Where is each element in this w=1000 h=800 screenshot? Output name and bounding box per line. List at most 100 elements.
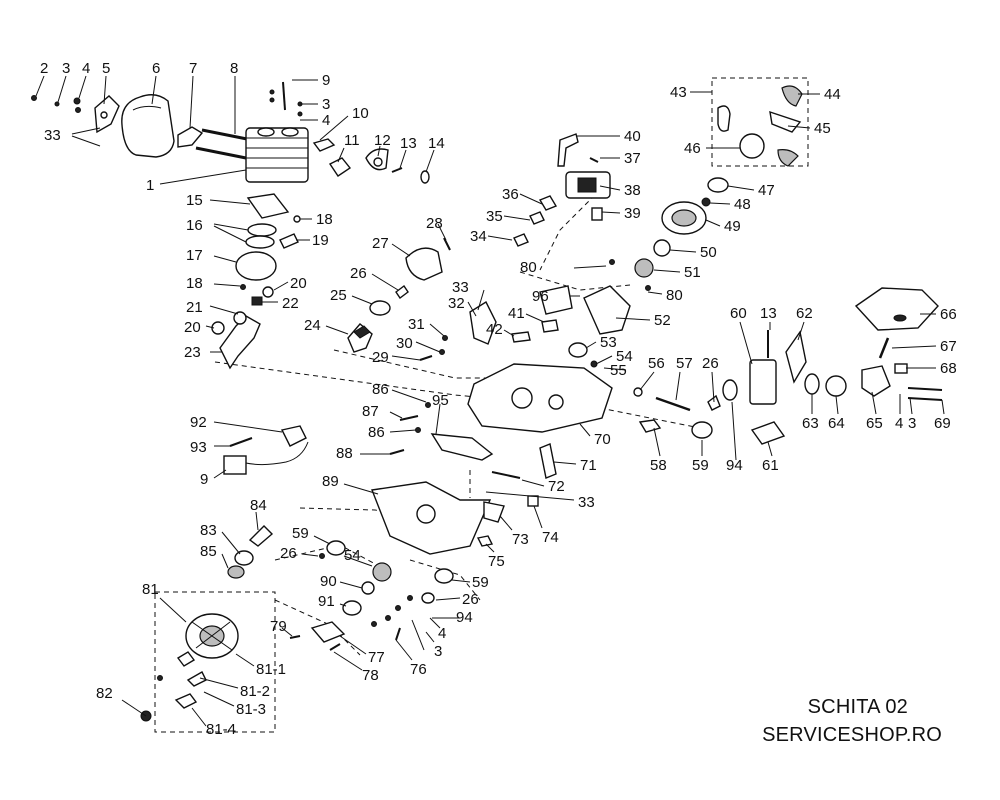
label-58: 58 bbox=[650, 457, 667, 474]
label-81-2: 81-2 bbox=[240, 683, 270, 700]
label-81-3: 81-3 bbox=[236, 701, 266, 718]
label-18: 18 bbox=[316, 211, 333, 228]
label-47: 47 bbox=[758, 182, 775, 199]
label-60: 60 bbox=[730, 305, 747, 322]
label-68: 68 bbox=[940, 360, 957, 377]
label-86: 86 bbox=[368, 424, 385, 441]
label-67: 67 bbox=[940, 338, 957, 355]
label-15: 15 bbox=[186, 192, 203, 209]
label-49: 49 bbox=[724, 218, 741, 235]
label-4: 4 bbox=[322, 112, 330, 129]
label-7: 7 bbox=[189, 60, 197, 77]
label-14: 14 bbox=[428, 135, 445, 152]
label-23: 23 bbox=[184, 344, 201, 361]
label-26: 26 bbox=[702, 355, 719, 372]
label-37: 37 bbox=[624, 150, 641, 167]
label-80: 80 bbox=[520, 259, 537, 276]
label-79: 79 bbox=[270, 618, 287, 635]
part-23-crankshaft bbox=[219, 315, 261, 370]
source-site: SERVICESHOP.RO bbox=[762, 724, 942, 746]
label-66: 66 bbox=[940, 306, 957, 323]
label-63: 63 bbox=[802, 415, 819, 432]
label-81: 81 bbox=[142, 581, 159, 598]
label-73: 73 bbox=[512, 531, 529, 548]
label-75: 75 bbox=[488, 553, 505, 570]
label-62: 62 bbox=[796, 305, 813, 322]
label-71: 71 bbox=[580, 457, 597, 474]
label-40: 40 bbox=[624, 128, 641, 145]
label-20: 20 bbox=[290, 275, 307, 292]
label-17: 17 bbox=[186, 247, 203, 264]
label-3: 3 bbox=[322, 96, 330, 113]
label-95: 95 bbox=[432, 392, 449, 409]
label-22: 22 bbox=[282, 295, 299, 312]
label-8: 8 bbox=[230, 60, 238, 77]
label-35: 35 bbox=[486, 208, 503, 225]
label-34: 34 bbox=[470, 228, 487, 245]
label-33: 33 bbox=[452, 279, 469, 296]
label-5: 5 bbox=[102, 60, 110, 77]
label-54: 54 bbox=[344, 547, 361, 564]
label-9: 9 bbox=[200, 471, 208, 488]
label-27: 27 bbox=[372, 235, 389, 252]
label-1: 1 bbox=[146, 177, 154, 194]
label-80: 80 bbox=[666, 287, 683, 304]
label-13: 13 bbox=[760, 305, 777, 322]
part-60-filter-frame bbox=[749, 359, 777, 405]
label-52: 52 bbox=[654, 312, 671, 329]
label-24: 24 bbox=[304, 317, 321, 334]
label-3: 3 bbox=[62, 60, 70, 77]
label-45: 45 bbox=[814, 120, 831, 137]
label-70: 70 bbox=[594, 431, 611, 448]
part-64-fan bbox=[825, 375, 847, 397]
label-83: 83 bbox=[200, 522, 217, 539]
drawing-title: SCHITA 02 bbox=[807, 696, 908, 718]
label-10: 10 bbox=[352, 105, 369, 122]
label-31: 31 bbox=[408, 316, 425, 333]
label-20: 20 bbox=[184, 319, 201, 336]
label-42: 42 bbox=[486, 321, 503, 338]
label-53: 53 bbox=[600, 334, 617, 351]
label-59: 59 bbox=[292, 525, 309, 542]
label-72: 72 bbox=[548, 478, 565, 495]
label-26: 26 bbox=[462, 591, 479, 608]
part-number-labels: 2 3 4 5 6 7 8 9 3 4 10 33 1 11 12 13 14 … bbox=[40, 60, 957, 738]
label-69: 69 bbox=[934, 415, 951, 432]
part-graphics bbox=[31, 81, 943, 722]
label-89: 89 bbox=[322, 473, 339, 490]
label-33: 33 bbox=[578, 494, 595, 511]
label-25: 25 bbox=[330, 287, 347, 304]
label-56: 56 bbox=[648, 355, 665, 372]
label-4: 4 bbox=[895, 415, 903, 432]
label-39: 39 bbox=[624, 205, 641, 222]
part-52-plate bbox=[583, 285, 631, 335]
label-48: 48 bbox=[734, 196, 751, 213]
label-88: 88 bbox=[336, 445, 353, 462]
label-32: 32 bbox=[448, 295, 465, 312]
part-46-spring bbox=[739, 133, 765, 159]
label-13: 13 bbox=[400, 135, 417, 152]
label-38: 38 bbox=[624, 182, 641, 199]
label-90: 90 bbox=[320, 573, 337, 590]
label-82: 82 bbox=[96, 685, 113, 702]
label-51: 51 bbox=[684, 264, 701, 281]
label-94: 94 bbox=[456, 609, 473, 626]
label-81-4: 81-4 bbox=[206, 721, 236, 738]
part-1-cylinder bbox=[245, 127, 309, 183]
label-87: 87 bbox=[362, 403, 379, 420]
label-18: 18 bbox=[186, 275, 203, 292]
label-54: 54 bbox=[616, 348, 633, 365]
label-11: 11 bbox=[344, 132, 360, 149]
label-92: 92 bbox=[190, 414, 207, 431]
label-55: 55 bbox=[610, 362, 627, 379]
label-41: 41 bbox=[508, 305, 525, 322]
label-84: 84 bbox=[250, 497, 267, 514]
label-36: 36 bbox=[502, 186, 519, 203]
label-12: 12 bbox=[374, 132, 391, 149]
label-78: 78 bbox=[362, 667, 379, 684]
label-96: 96 bbox=[532, 288, 549, 305]
label-3: 3 bbox=[908, 415, 916, 432]
part-66-top-cover bbox=[854, 287, 939, 331]
label-50: 50 bbox=[700, 244, 717, 261]
